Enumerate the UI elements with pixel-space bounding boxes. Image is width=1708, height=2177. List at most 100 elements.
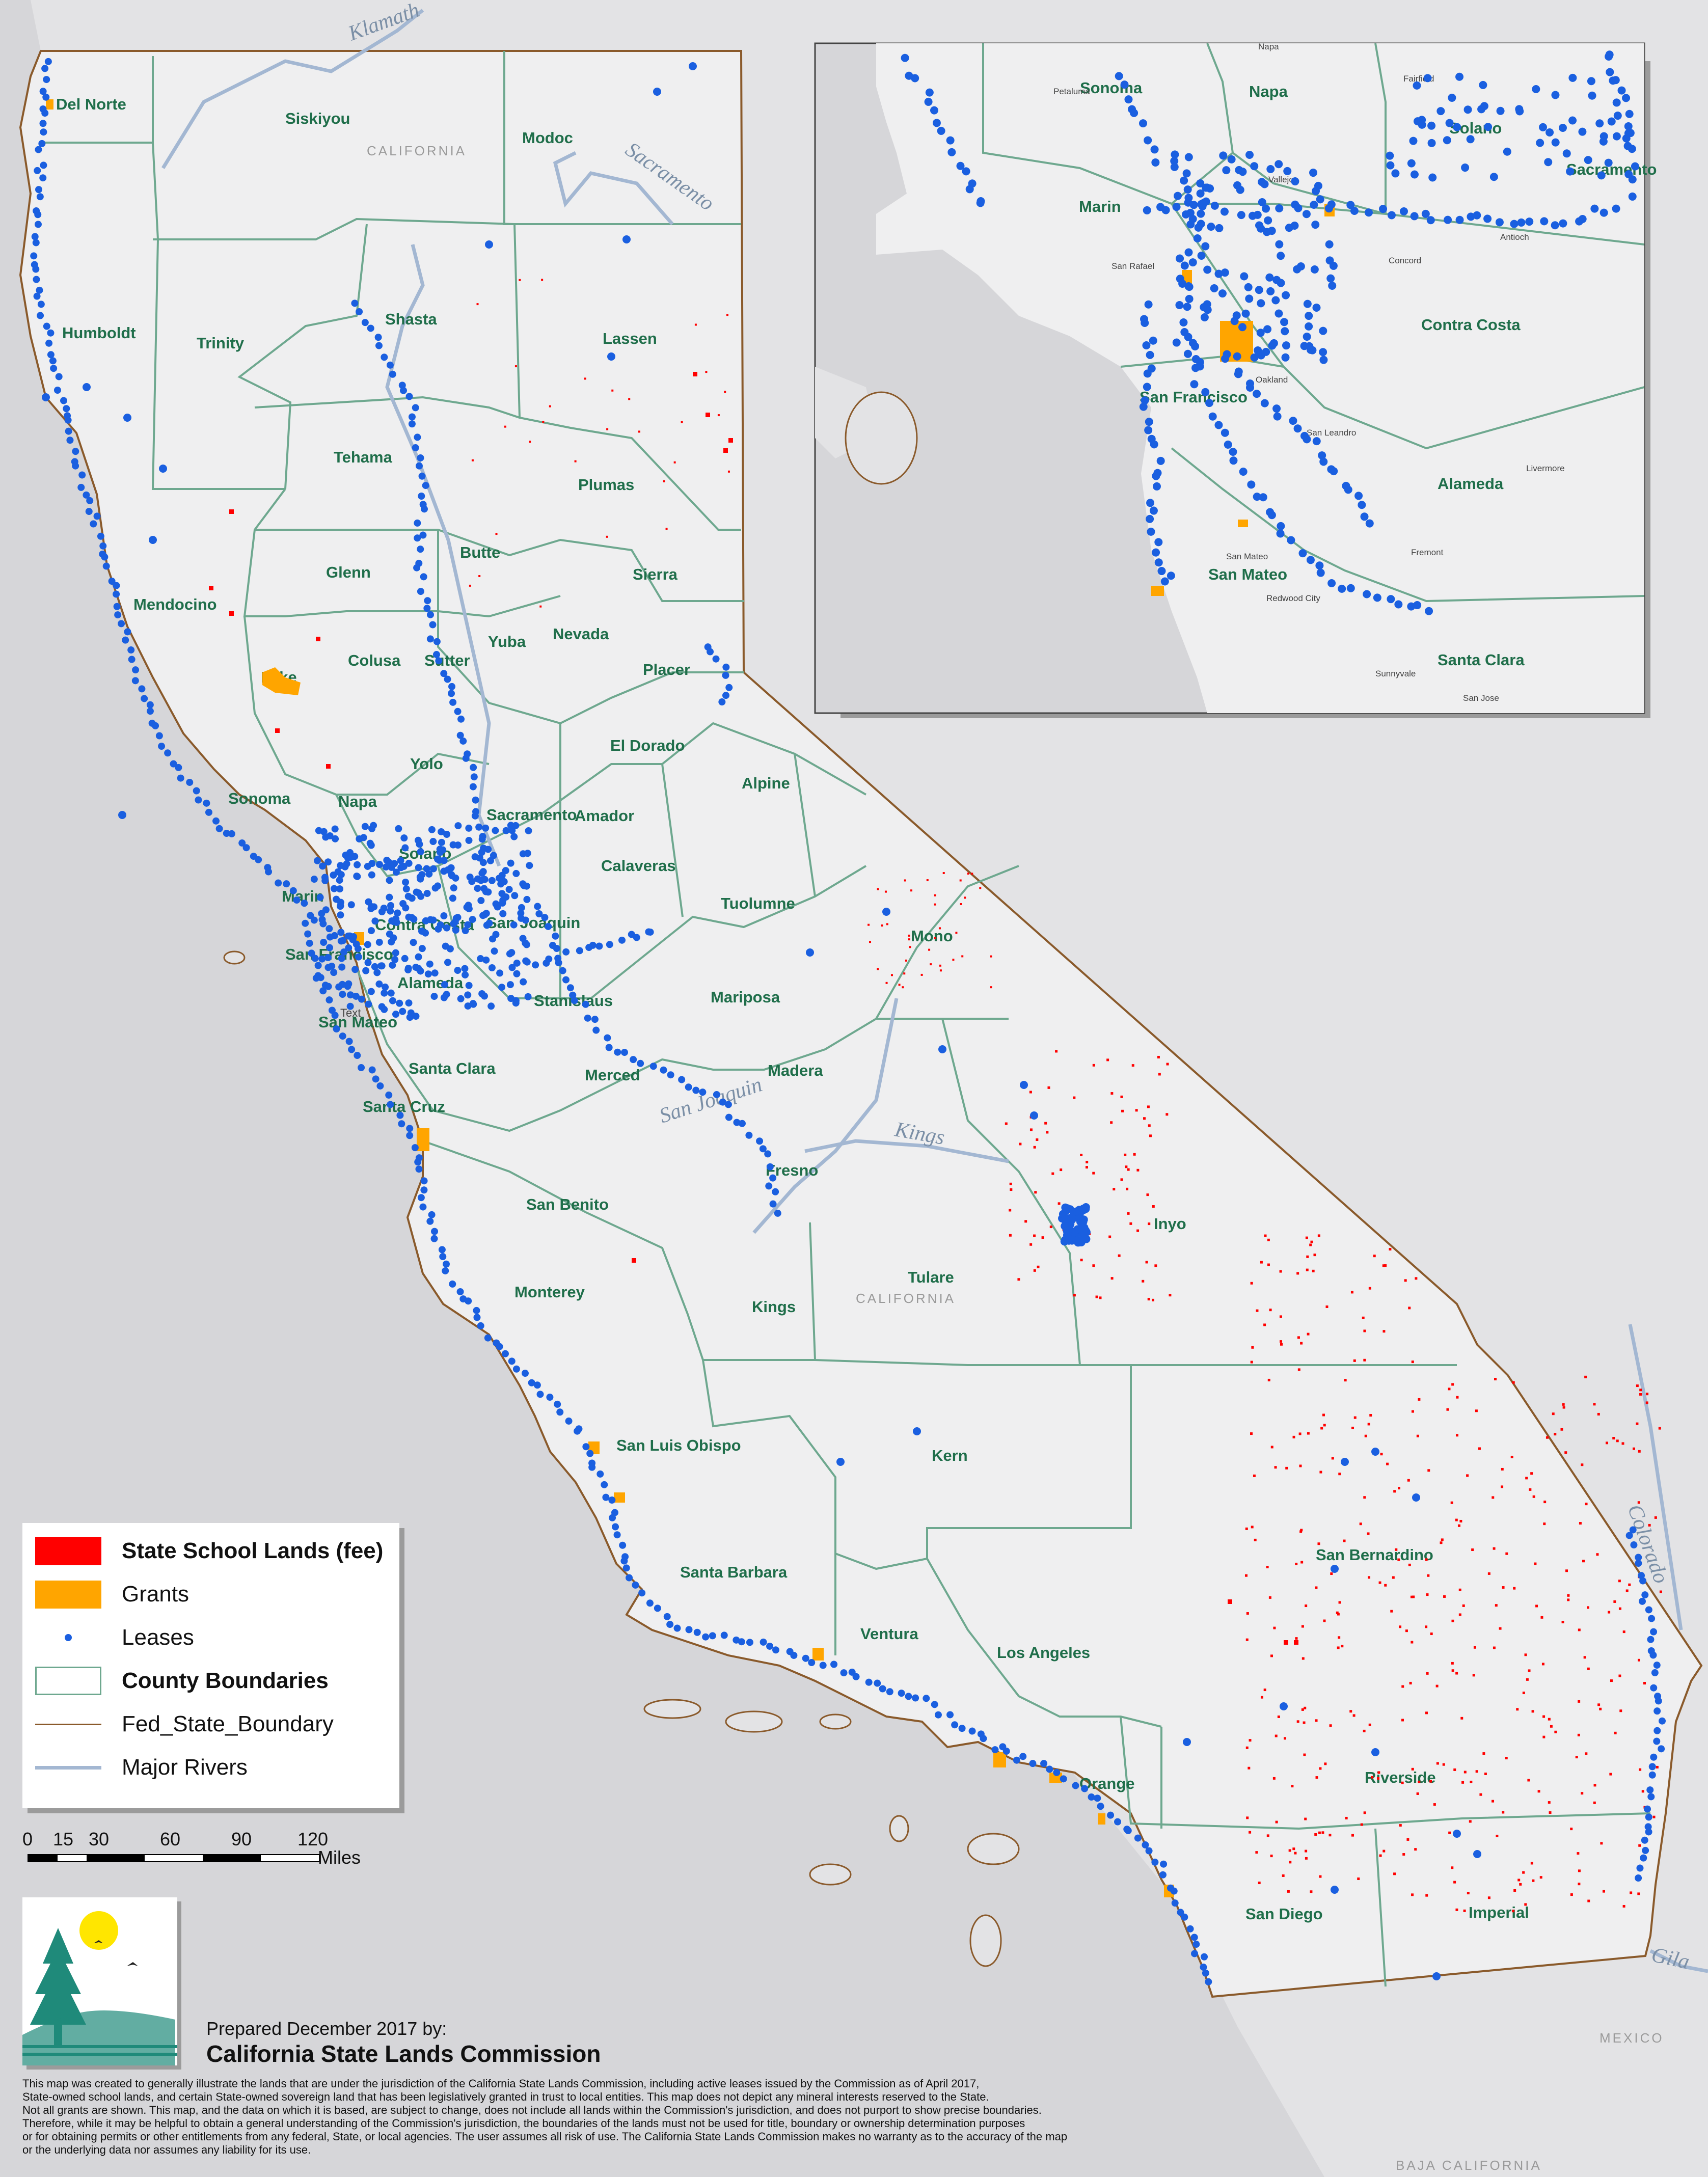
school-land-parcel: [1425, 1894, 1428, 1897]
school-land-parcel: [1273, 1626, 1276, 1629]
lease-dot: [1183, 303, 1191, 311]
map-legend: State School Lands (fee) Grants Leases C…: [22, 1523, 399, 1808]
lease-dot: [1191, 1950, 1199, 1957]
school-land-parcel: [1305, 1849, 1308, 1853]
lease-dot: [412, 1013, 420, 1020]
school-land-parcel: [1250, 1432, 1253, 1435]
lease-dot: [597, 1470, 604, 1478]
lease-dot: [1641, 1591, 1649, 1599]
lease-dot: [306, 939, 313, 947]
school-land-parcel: [1169, 1294, 1172, 1297]
lease-dot: [158, 743, 166, 750]
school-land-parcel: [606, 535, 608, 538]
lease-dot: [347, 901, 355, 909]
lease-dot: [486, 857, 494, 864]
school-land-parcel: [1073, 1294, 1076, 1297]
school-land-parcel: [1638, 1844, 1641, 1847]
school-land-parcel: [1301, 1625, 1304, 1628]
county-label: Del Norte: [56, 95, 126, 113]
lease-dot: [401, 955, 409, 962]
school-land-parcel: [1373, 1255, 1376, 1258]
school-land-parcel: [1323, 1424, 1326, 1427]
school-land-parcel: [1086, 1160, 1089, 1163]
lease-dot: [1496, 106, 1505, 115]
lease-dot: [1325, 256, 1334, 265]
school-land-parcel: [909, 946, 911, 948]
lease-dot: [1307, 345, 1315, 354]
lease-dot: [448, 683, 456, 690]
lease-dot: [1171, 1899, 1179, 1907]
lease-dot: [1427, 139, 1436, 147]
lease-dot: [385, 1091, 393, 1099]
county-label: San Bernardino: [1316, 1546, 1433, 1564]
school-land-parcel: [1401, 1685, 1404, 1688]
lease-dot: [1609, 76, 1617, 85]
lease-dot: [1473, 1850, 1481, 1858]
school-land-parcel: [1409, 1681, 1412, 1684]
school-land-parcel: [910, 889, 913, 892]
lease-dot: [387, 907, 394, 915]
lease-dot: [1651, 1669, 1659, 1677]
lease-dot: [646, 928, 654, 936]
school-land-parcel: [1527, 1779, 1530, 1782]
lease-dot: [1407, 159, 1416, 168]
lease-dot: [399, 1008, 406, 1015]
school-land-parcel: [1519, 1883, 1522, 1886]
lease-dot: [186, 778, 194, 786]
lease-dot: [430, 1235, 438, 1242]
school-land-parcel: [1466, 1474, 1469, 1477]
lease-dot: [1197, 209, 1205, 218]
school-land-parcel: [1338, 1473, 1341, 1476]
lease-dot: [413, 888, 420, 896]
lease-dot: [886, 1688, 893, 1696]
lease-dot: [968, 1727, 976, 1735]
lease-dot: [1622, 94, 1631, 102]
lease-dot: [337, 902, 344, 910]
lease-dot: [1281, 327, 1289, 336]
school-land-parcel: [1363, 1329, 1366, 1332]
lease-dot: [1203, 306, 1212, 314]
school-land-parcel: [1295, 1637, 1298, 1640]
school-land-parcel: [1522, 1692, 1525, 1695]
lease-dot: [1198, 202, 1207, 211]
school-land-parcel: [1482, 1752, 1485, 1755]
lease-dot: [1275, 309, 1283, 318]
lease-dot: [1280, 1702, 1288, 1710]
school-land-parcel: [1047, 1086, 1050, 1089]
lease-dot: [1173, 192, 1182, 200]
school-land-parcel: [1363, 1729, 1366, 1732]
lease-dot: [293, 896, 301, 904]
inset-county-label: San Francisco: [1140, 388, 1248, 406]
lease-dot: [1325, 240, 1334, 249]
lease-dot: [312, 974, 320, 982]
lease-dot: [392, 868, 400, 876]
school-land-parcel: [1384, 1584, 1387, 1587]
lease-dot: [491, 947, 498, 955]
school-land-parcel: [1618, 1674, 1621, 1677]
school-land-parcel: [1411, 1360, 1414, 1364]
lease-dot: [414, 1158, 422, 1166]
school-land-parcel: [1251, 1346, 1254, 1349]
school-land-parcel: [1442, 1763, 1445, 1766]
school-land-parcel: [1393, 1490, 1396, 1493]
school-land-parcel: [1473, 1646, 1476, 1649]
lease-dot: [513, 970, 521, 977]
school-land-parcel: [1478, 1447, 1481, 1450]
school-land-parcel: [1384, 1264, 1387, 1267]
lease-dot: [1587, 77, 1595, 86]
lease-dot: [418, 492, 425, 500]
lease-dot: [571, 997, 578, 1004]
lease-dot: [1200, 1964, 1207, 1971]
lease-dot: [1628, 192, 1637, 201]
lease-dot: [39, 120, 47, 127]
school-land-parcel: [1304, 1706, 1307, 1709]
lease-dot: [620, 1049, 628, 1056]
lease-dot: [1201, 1953, 1208, 1961]
school-land-parcel: [1458, 1588, 1461, 1591]
lease-dot: [465, 982, 473, 989]
school-land-parcel: [723, 448, 728, 453]
lease-dot: [1612, 98, 1621, 107]
legend-item: County Boundaries: [35, 1666, 329, 1696]
school-land-parcel: [1540, 1616, 1543, 1619]
lease-dot: [360, 834, 367, 841]
